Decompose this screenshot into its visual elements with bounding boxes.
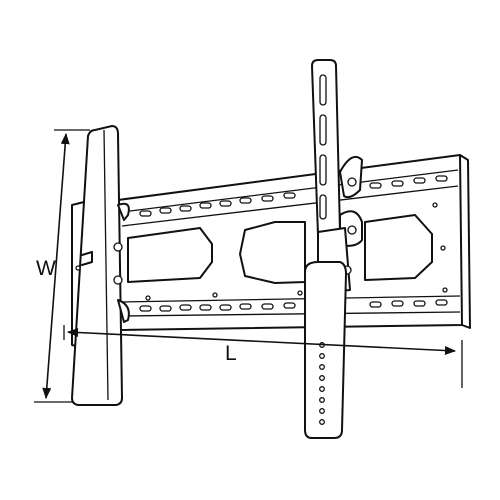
upper-arm-slots — [319, 74, 327, 220]
center-cutout-left — [239, 221, 306, 284]
upper-slots — [139, 175, 448, 217]
right-cutout — [364, 214, 433, 281]
right-tv-bracket — [304, 59, 363, 439]
length-label: L — [225, 342, 237, 365]
left-tv-bracket — [71, 125, 130, 406]
wall-plate — [117, 154, 471, 331]
dimension-l: L — [63, 325, 463, 388]
dimension-w: W — [34, 129, 90, 403]
left-cutout — [127, 227, 213, 283]
width-label: W — [36, 257, 56, 280]
lower-slots — [139, 299, 448, 312]
